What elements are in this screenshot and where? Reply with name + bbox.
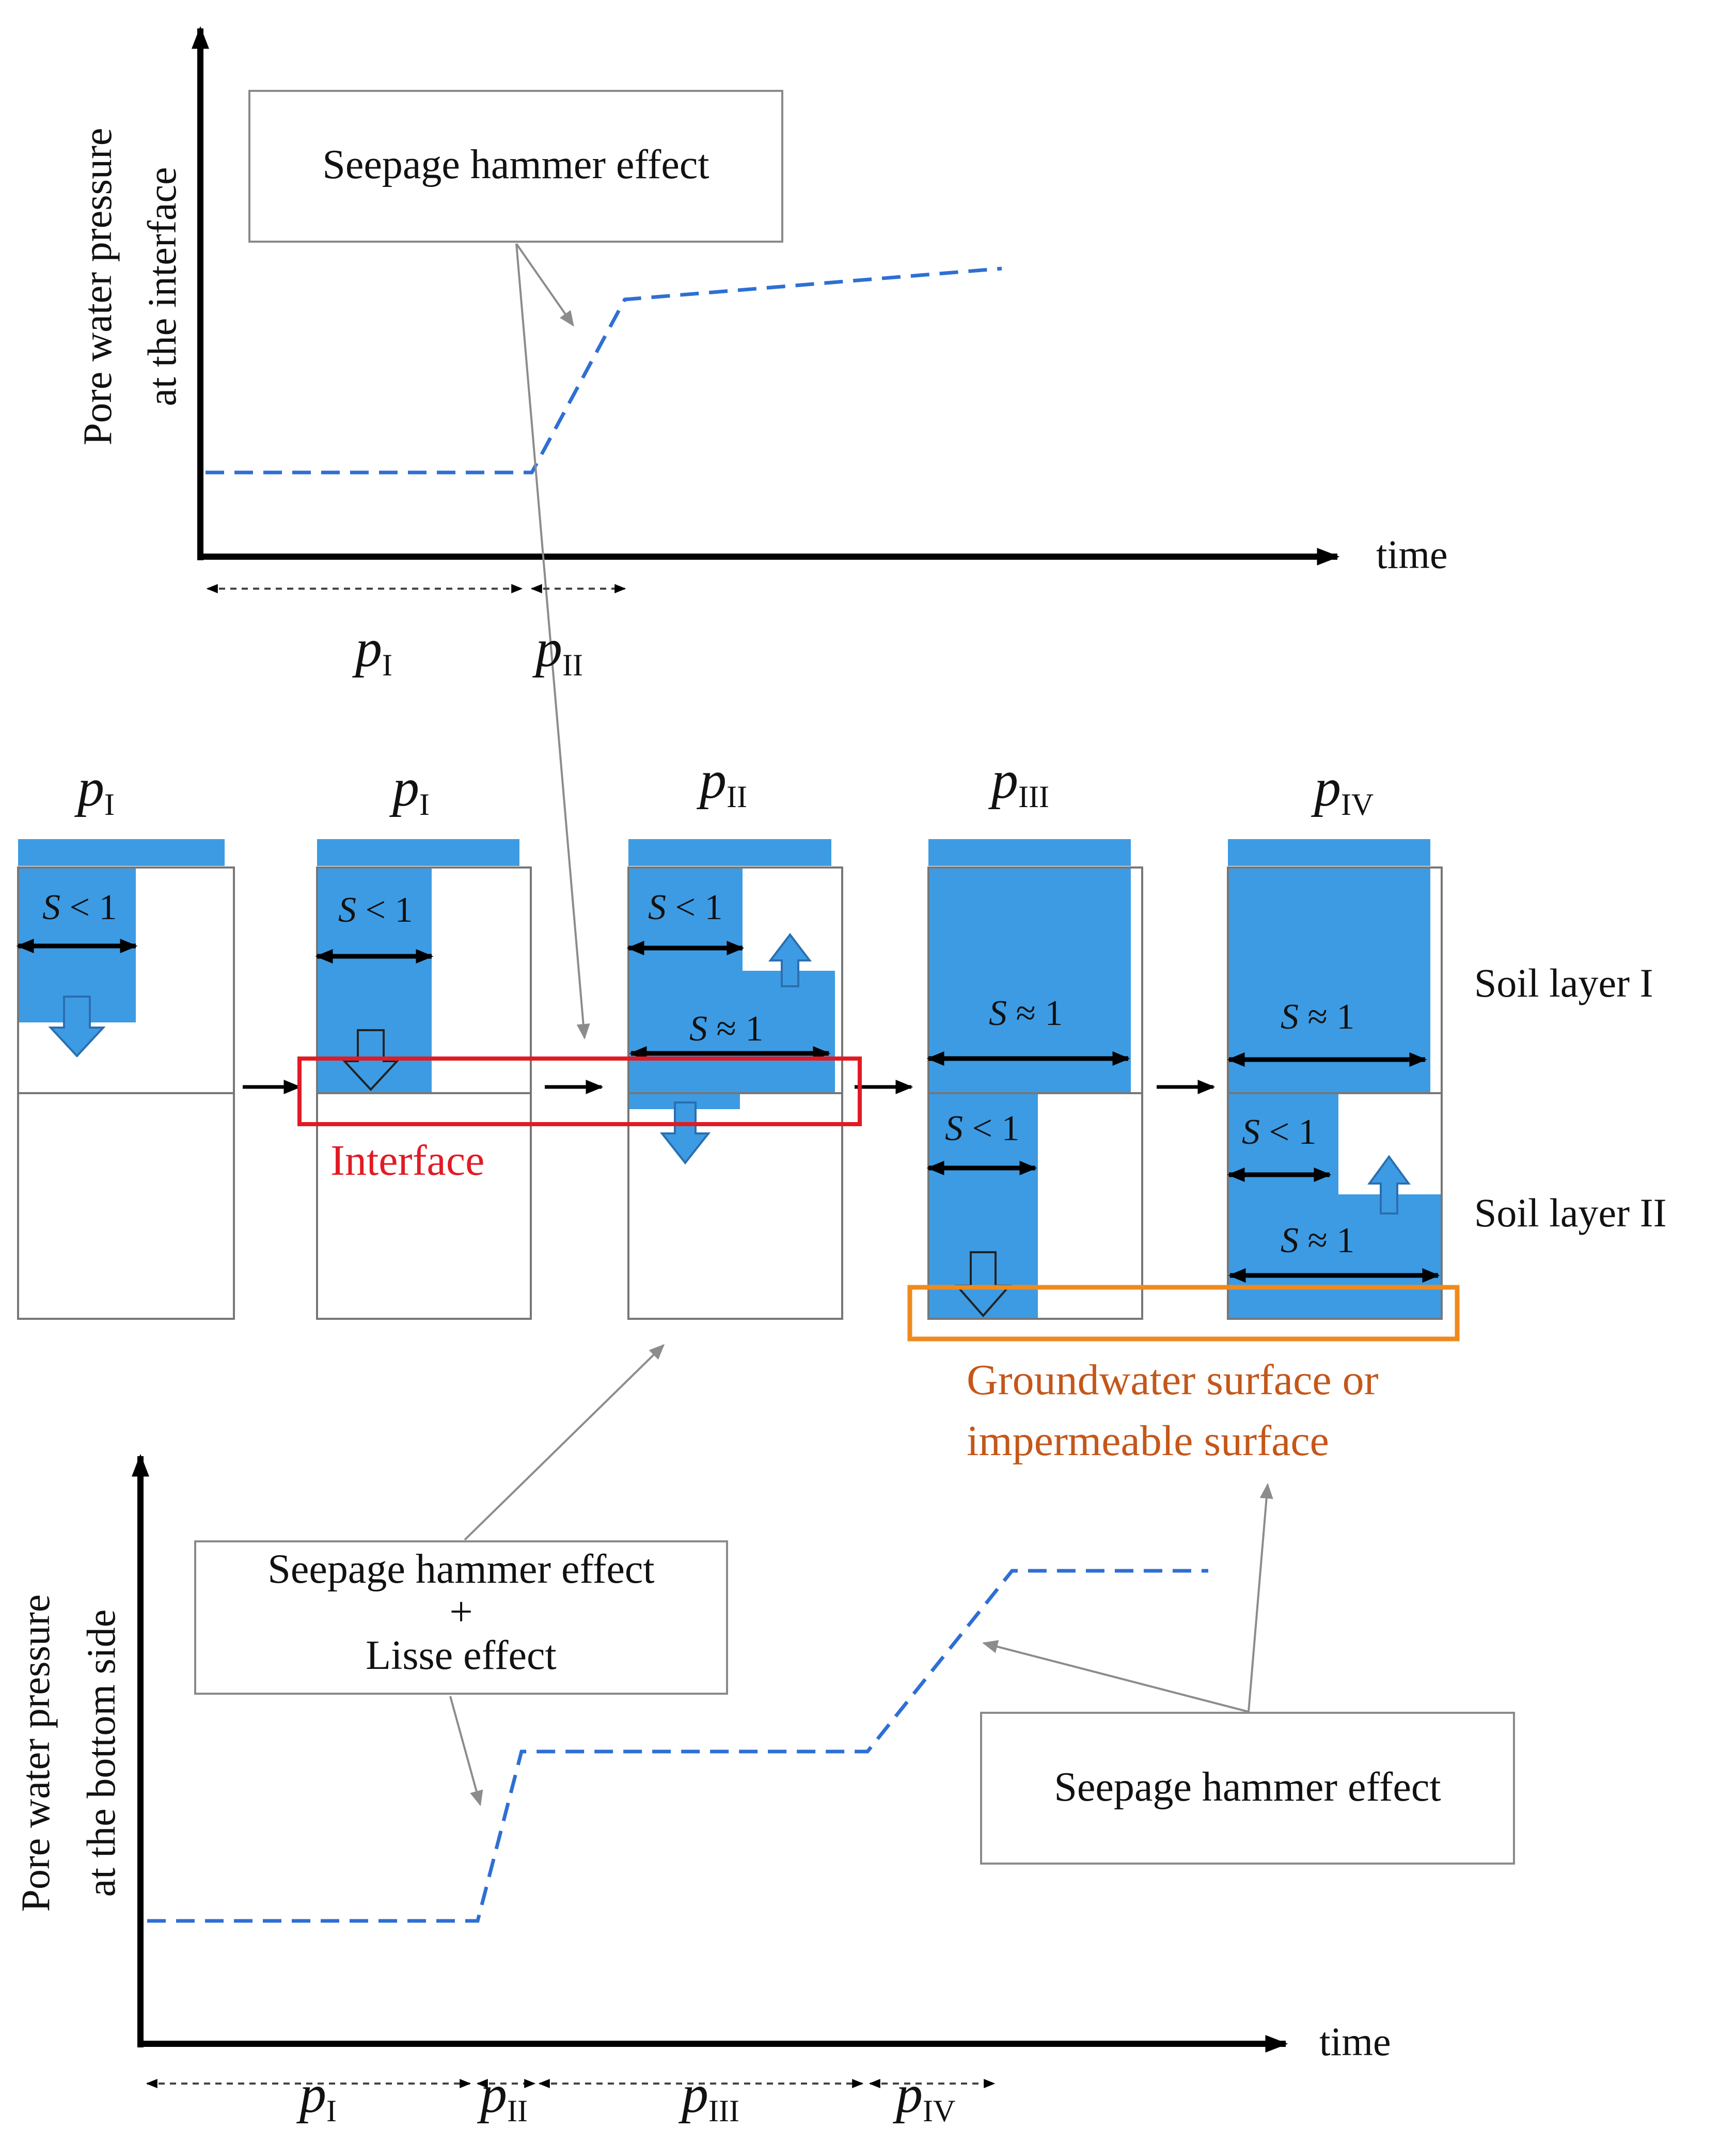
soil-column-2: S < 1 <box>315 839 532 1320</box>
col1-infiltration-arrow <box>48 996 106 1058</box>
col5-unsat-label: S < 1 <box>1242 1112 1316 1152</box>
col3-ponded-water <box>628 839 831 866</box>
bottom-y-axis-label-line2: at the bottom side <box>78 1610 123 1897</box>
col4-sat-label: S ≈ 1 <box>989 993 1063 1033</box>
col3-phase-label: pII <box>696 750 747 814</box>
col5-layer2-wet-zone <box>1228 1093 1442 1319</box>
col5-layer2-sat-label: S ≈ 1 <box>1281 1221 1354 1260</box>
bottom-phase2-label: pII <box>477 2064 528 2128</box>
bottom-left-annotation-line3: Lisse effect <box>366 1633 556 1678</box>
soil-column-4: S ≈ 1 S < 1 <box>926 839 1143 1320</box>
top-y-axis-label-line2: at the interface <box>139 167 184 406</box>
col5-layer1-sat-label: S ≈ 1 <box>1281 997 1354 1037</box>
col4-ponded-water <box>928 839 1131 866</box>
col1-soil-layer-2 <box>17 1092 235 1320</box>
top-annotation-pointer <box>515 243 574 327</box>
col1-ponded-water <box>18 839 225 866</box>
bottom-phase4-label: pIV <box>892 2064 955 2128</box>
top-phase2-label: pII <box>532 619 583 682</box>
bottom-phase3-label: pIII <box>678 2064 739 2128</box>
soil-layer-1-label: Soil layer I <box>1474 960 1653 1005</box>
col4-phase-label: pIII <box>988 750 1049 814</box>
bottom-left-pointer-to-curve <box>449 1696 483 1806</box>
col3-unsat-label: S < 1 <box>648 888 722 927</box>
groundwater-label-line2: impermeable surface <box>967 1417 1329 1465</box>
top-phase1-label: pI <box>352 619 392 682</box>
col3-upward-arrow <box>768 933 812 987</box>
long-pointer-to-column3 <box>515 243 590 1039</box>
bottom-left-annotation-box <box>194 1540 728 1695</box>
col5-soil-layer-2 <box>1227 1092 1443 1320</box>
top-x-axis-label: time <box>1376 532 1448 577</box>
bottom-right-pointer-to-groundwater <box>1248 1483 1273 1712</box>
col2-infiltration-arrow-outline <box>342 1029 400 1091</box>
bottom-left-annotation-line1: Seepage hammer effect <box>267 1547 654 1592</box>
bottom-left-annotation-line2: + <box>449 1589 472 1635</box>
bottom-pressure-curve <box>147 1569 1208 1923</box>
top-annotation-box <box>248 90 783 243</box>
col2-saturation-label: S < 1 <box>338 890 413 930</box>
col2-ponded-water <box>317 839 519 866</box>
bottom-x-axis-label: time <box>1319 2019 1391 2064</box>
bottom-phase1-label: pI <box>296 2064 337 2128</box>
soil-column-5: S ≈ 1 S < 1 S ≈ 1 <box>1227 839 1443 1320</box>
bottom-chart: time Pore water pressure at the bottom s… <box>13 1344 1515 2128</box>
bottom-right-pointer-to-curve <box>982 1640 1249 1713</box>
col4-soil-layer-2 <box>927 1092 1143 1320</box>
bottom-y-axis-label-line1: Pore water pressure <box>13 1594 58 1912</box>
top-annotation-text: Seepage hammer effect <box>322 142 709 187</box>
col2-soil-layer-2 <box>316 1092 532 1320</box>
interface-highlight-box <box>297 1056 862 1126</box>
col3-sat-label: S ≈ 1 <box>689 1009 763 1049</box>
col4-unsat-label: S < 1 <box>945 1109 1019 1148</box>
bottom-right-annotation-text: Seepage hammer effect <box>1054 1764 1441 1810</box>
col4-layer2-wet-zone <box>928 1093 1038 1319</box>
soil-column-1: S < 1 <box>16 839 235 1320</box>
top-pressure-curve <box>206 266 1002 475</box>
col2-phase-label: pI <box>389 758 430 822</box>
col2-wet-zone <box>317 868 432 1093</box>
col3-infiltration-arrow <box>659 1101 711 1165</box>
col1-saturation-label: S < 1 <box>42 888 117 927</box>
soil-column-3: S < 1 S ≈ 1 <box>626 839 843 1320</box>
col5-upward-arrow <box>1367 1155 1411 1215</box>
interface-label: Interface <box>330 1137 484 1185</box>
column-headers: pI pI pII pIII pIV <box>74 750 1374 822</box>
top-chart: time Pore water pressure at the interfac… <box>75 26 1448 1039</box>
groundwater-label-line1: Groundwater surface or <box>967 1356 1379 1404</box>
col5-phase-label: pIV <box>1311 758 1374 822</box>
col5-ponded-water <box>1228 839 1430 866</box>
col1-phase-label: pI <box>74 758 115 822</box>
col3-soil-layer-2 <box>627 1092 843 1320</box>
groundwater-highlight-box <box>907 1285 1460 1342</box>
bottom-left-pointer-to-column3 <box>464 1344 665 1541</box>
bottom-right-annotation-box <box>980 1712 1515 1865</box>
soil-layer-2-label: Soil layer II <box>1474 1190 1667 1235</box>
top-y-axis-label-line1: Pore water pressure <box>75 128 120 445</box>
